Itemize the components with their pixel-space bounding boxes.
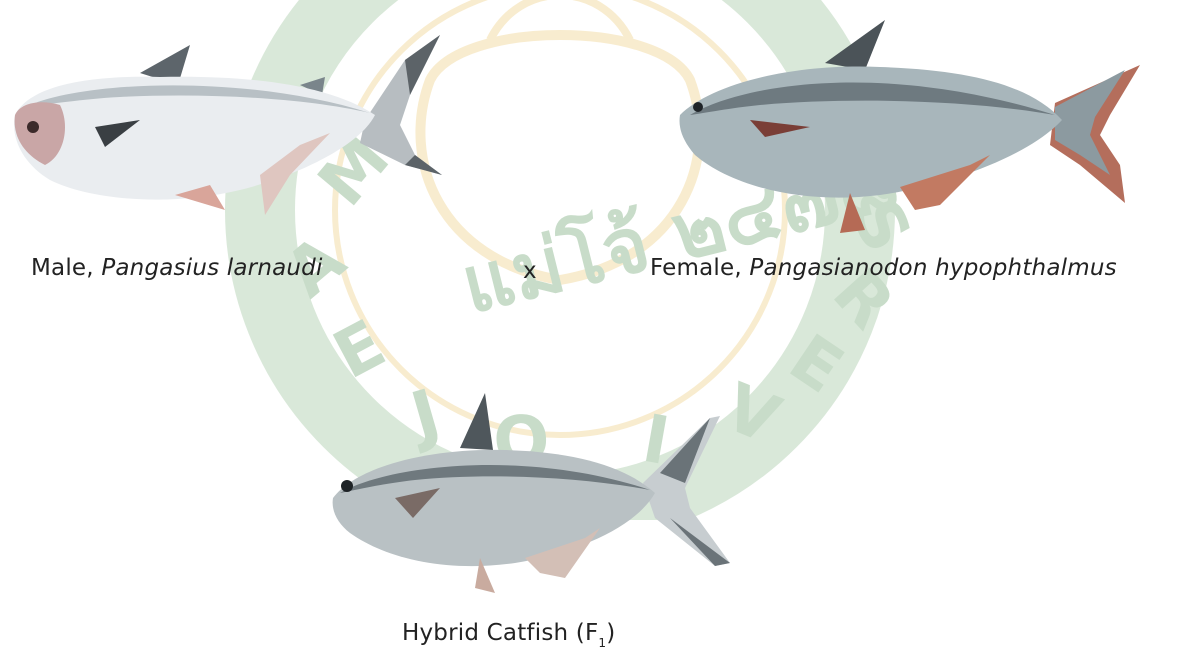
male-species-name: Pangasius larnaudi [101,255,322,281]
female-catfish-image [670,15,1140,240]
fish-icon [333,393,730,593]
female-species-name: Pangasianodon hypophthalmus [749,255,1116,281]
male-parent-label: Male, Pangasius larnaudi [31,255,323,281]
hybrid-label-main: Hybrid Catfish (F [402,620,598,646]
male-catfish-image [0,15,450,225]
fish-icon [14,35,442,215]
male-prefix: Male, [31,255,101,281]
cross-symbol: x [523,258,537,284]
hybrid-label-end: ) [606,620,615,646]
female-parent-label: Female, Pangasianodon hypophthalmus [650,255,1117,281]
hybrid-catfish-image [325,388,735,598]
female-prefix: Female, [650,255,749,281]
fish-icon [680,20,1140,233]
hybrid-offspring-label: Hybrid Catfish (F1) [402,620,615,650]
